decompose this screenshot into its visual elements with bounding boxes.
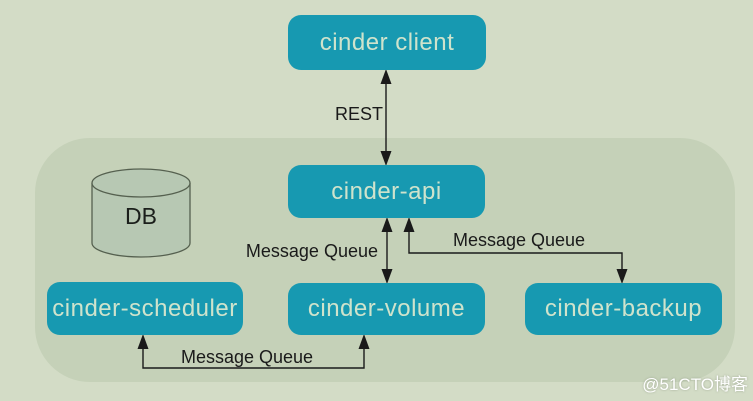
node-cinder-api: cinder-api xyxy=(288,165,485,218)
edge-label-rest: REST xyxy=(334,104,383,124)
edge-label-message-queue-api-backup: Message Queue xyxy=(452,230,586,250)
db-label: DB xyxy=(125,203,157,229)
node-cinder-backup: cinder-backup xyxy=(525,283,722,335)
watermark-51cto: @51CTO博客 xyxy=(642,375,748,394)
node-cinder-scheduler: cinder-scheduler xyxy=(47,282,243,335)
edge-label-message-queue-scheduler-volume: Message Queue xyxy=(180,347,314,367)
node-cinder-volume: cinder-volume xyxy=(288,283,485,335)
node-cinder-volume-label: cinder-volume xyxy=(307,295,466,322)
edge-label-message-queue-api-volume: Message Queue xyxy=(245,241,378,261)
node-cinder-scheduler-label: cinder-scheduler xyxy=(52,294,238,322)
node-cinder-client: cinder client xyxy=(288,15,486,70)
node-cinder-backup-label: cinder-backup xyxy=(544,295,703,322)
node-cinder-api-label: cinder-api xyxy=(331,177,442,205)
node-cinder-client-label: cinder client xyxy=(319,28,455,56)
